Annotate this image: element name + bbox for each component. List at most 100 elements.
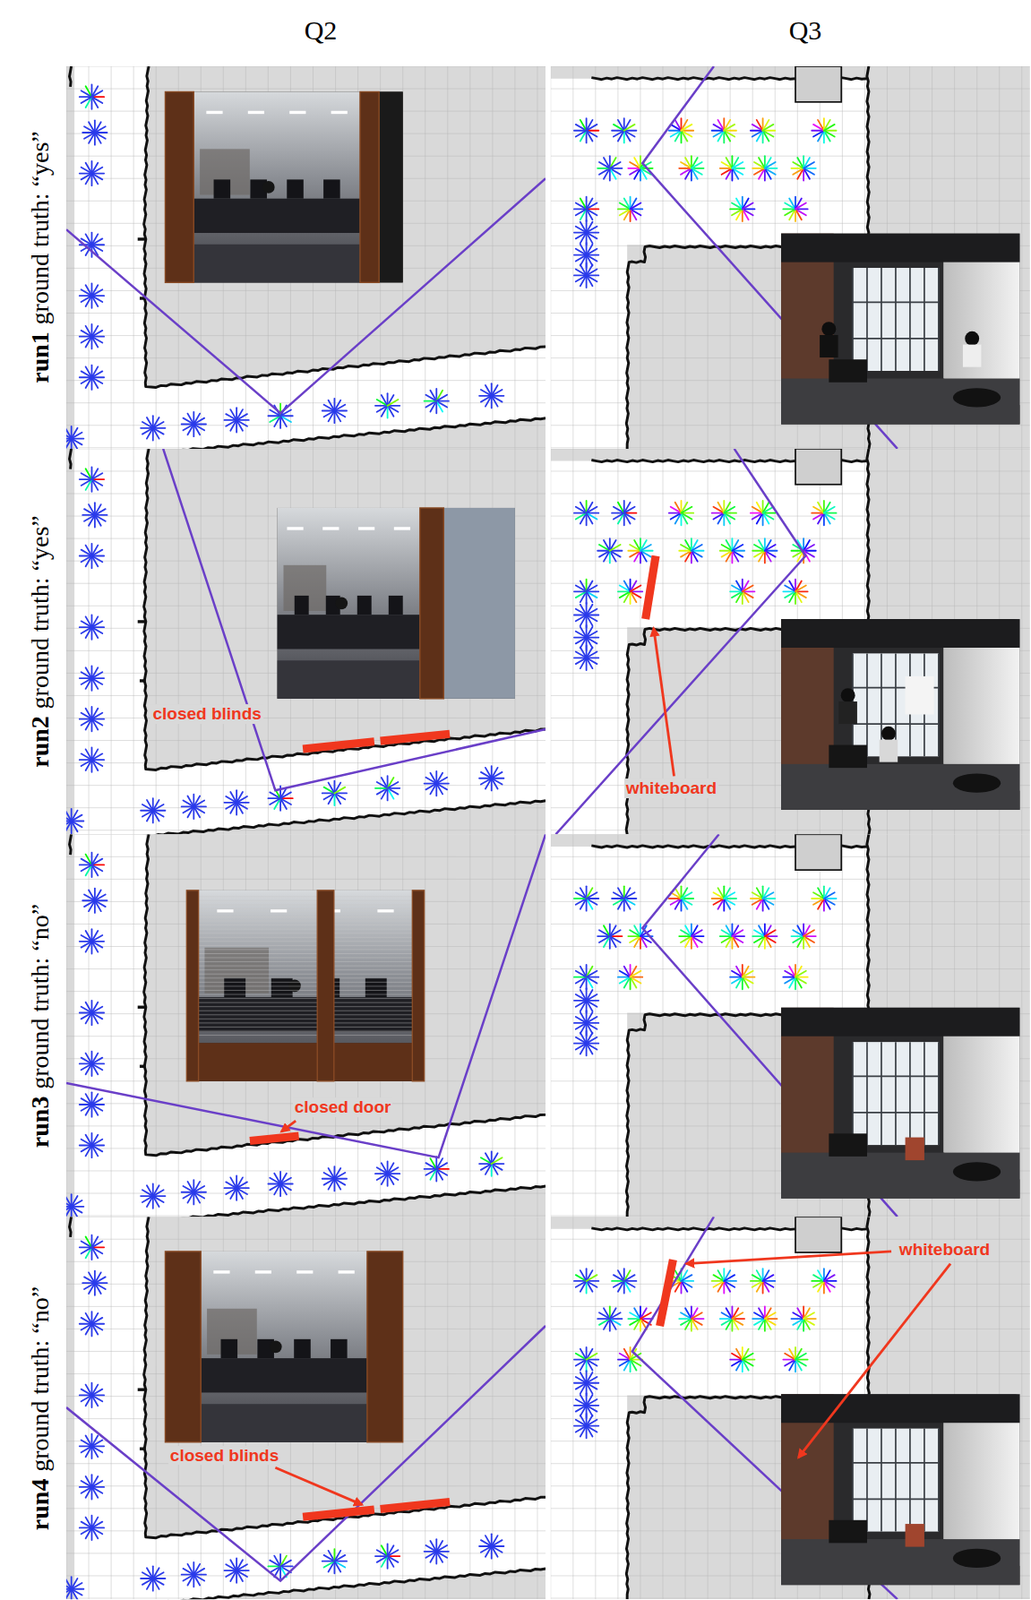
star-ray — [624, 966, 631, 978]
star-ray — [91, 472, 103, 480]
pose-star — [730, 579, 755, 604]
grid-line — [66, 312, 546, 314]
star-ray — [586, 892, 598, 899]
star-ray — [764, 550, 772, 562]
star-ray — [603, 925, 611, 937]
pose-star — [79, 283, 104, 308]
star-ray — [153, 1572, 164, 1579]
grid-line — [550, 448, 1031, 450]
photo-blind — [198, 916, 413, 918]
pose-star — [782, 579, 808, 604]
photo-chair — [905, 1137, 925, 1161]
star-ray — [334, 1172, 345, 1179]
star-ray — [764, 162, 776, 169]
photo-mullion — [923, 1041, 926, 1145]
star-ray — [94, 900, 102, 911]
star-ray — [182, 1192, 194, 1199]
star-ray — [85, 616, 93, 628]
grid-line — [550, 470, 1031, 472]
pose-star — [79, 1235, 104, 1260]
star-ray — [91, 1104, 98, 1116]
star-ray — [84, 1282, 95, 1289]
star-ray — [481, 1163, 492, 1170]
star-ray — [575, 274, 587, 282]
photo-desk — [277, 614, 421, 649]
grid-line — [550, 538, 1031, 540]
pose-star — [790, 155, 816, 181]
star-ray — [795, 584, 807, 592]
star-ray — [619, 591, 631, 598]
photo-person — [964, 331, 980, 346]
star-ray — [71, 432, 83, 439]
leader-arrow — [281, 1120, 296, 1132]
grid-line — [550, 923, 1031, 925]
star-ray — [758, 157, 765, 169]
star-ray — [817, 887, 825, 899]
star-ray — [91, 1317, 103, 1324]
star-ray — [824, 898, 831, 910]
grid-line — [66, 856, 546, 858]
star-ray — [717, 502, 724, 514]
star-ray — [824, 513, 831, 525]
pose-star — [79, 1383, 104, 1408]
pose-star — [82, 502, 107, 527]
pose-star — [267, 1171, 293, 1196]
star-ray — [91, 935, 103, 942]
star-ray — [764, 544, 776, 551]
star-ray — [334, 792, 341, 804]
star-ray — [681, 892, 693, 899]
photo-ground — [164, 91, 403, 283]
photo-ground — [781, 233, 1020, 425]
grid-line — [66, 833, 546, 835]
map-panel — [59, 1216, 546, 1600]
photo-person-body — [838, 701, 857, 724]
photo-mullion — [894, 267, 897, 371]
grid-line — [66, 739, 546, 741]
star-ray — [485, 1152, 492, 1164]
obstacle-block — [795, 66, 842, 103]
star-ray — [324, 792, 336, 800]
grid-line — [66, 1215, 546, 1217]
pose-star — [574, 645, 599, 671]
pose-star — [618, 197, 643, 222]
camera-photo — [164, 91, 403, 283]
star-ray — [723, 506, 735, 514]
star-ray — [758, 540, 765, 551]
star-ray — [280, 1184, 287, 1195]
star-ray — [387, 781, 399, 789]
camera-photo — [186, 890, 424, 1082]
star-ray — [328, 782, 336, 794]
photo-blind — [198, 948, 413, 950]
star-ray — [91, 1527, 98, 1538]
grid-line — [639, 833, 641, 1217]
star-ray — [685, 925, 692, 937]
star-ray — [752, 898, 764, 905]
star-ray — [81, 1445, 93, 1452]
grid-line — [155, 833, 157, 1217]
star-ray — [736, 580, 743, 592]
star-ray — [813, 130, 825, 138]
star-ray — [91, 295, 98, 307]
star-ray — [71, 438, 78, 449]
photo-ceiling — [781, 618, 1020, 648]
star-ray — [634, 540, 641, 551]
pose-star — [811, 118, 836, 143]
star-ray — [580, 1032, 587, 1044]
star-ray — [91, 96, 98, 108]
star-ray — [491, 778, 499, 790]
star-ray — [586, 274, 593, 286]
pose-star — [712, 885, 737, 911]
grid-line — [707, 448, 709, 834]
star-ray — [153, 421, 164, 429]
star-ray — [619, 977, 631, 984]
star-ray — [153, 428, 160, 439]
annotation-bar — [302, 741, 375, 749]
camera-photo — [781, 233, 1020, 425]
star-ray — [81, 295, 93, 302]
photo-blind — [198, 1031, 413, 1032]
grid-line — [550, 945, 1031, 947]
star-ray — [94, 508, 106, 516]
star-ray — [425, 783, 437, 791]
star-ray — [81, 1323, 93, 1331]
star-ray — [586, 1000, 593, 1012]
